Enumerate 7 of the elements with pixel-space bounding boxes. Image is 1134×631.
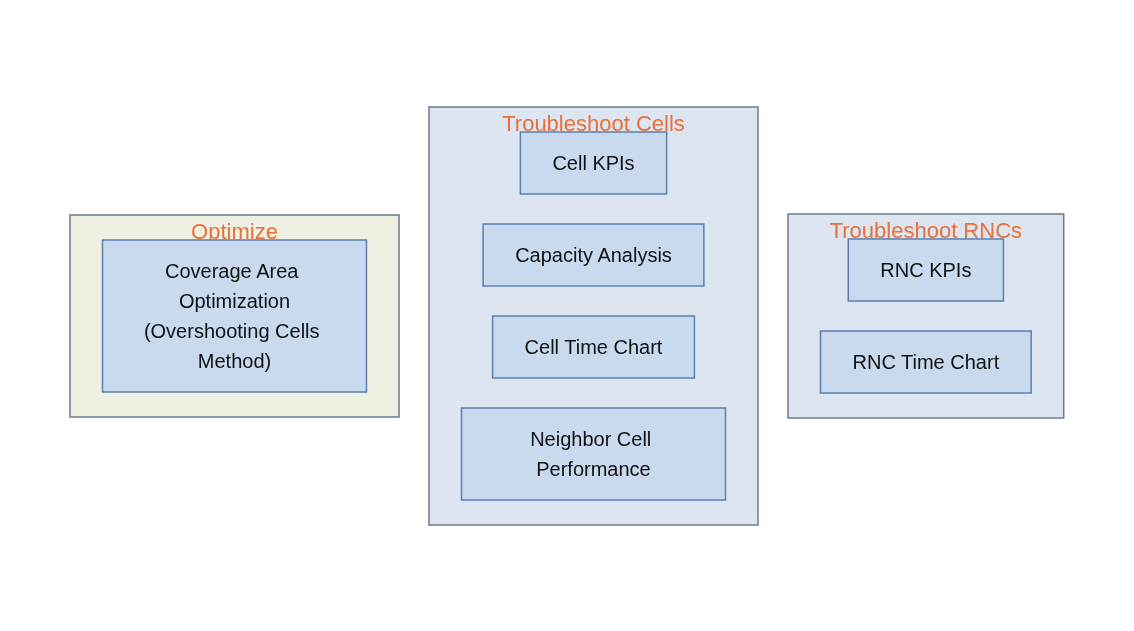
node-box: RNC KPIs <box>847 237 1005 302</box>
node-box: RNC Time Chart <box>819 329 1033 394</box>
node-box: Capacity Analysis <box>482 222 705 287</box>
node-box: Neighbor Cell Performance <box>460 406 727 501</box>
node-box: Cell Time Chart <box>492 314 696 379</box>
node-box: Coverage Area Optimization (Overshooting Cells Method) <box>101 238 368 393</box>
node-box: Cell KPIs <box>519 130 668 195</box>
